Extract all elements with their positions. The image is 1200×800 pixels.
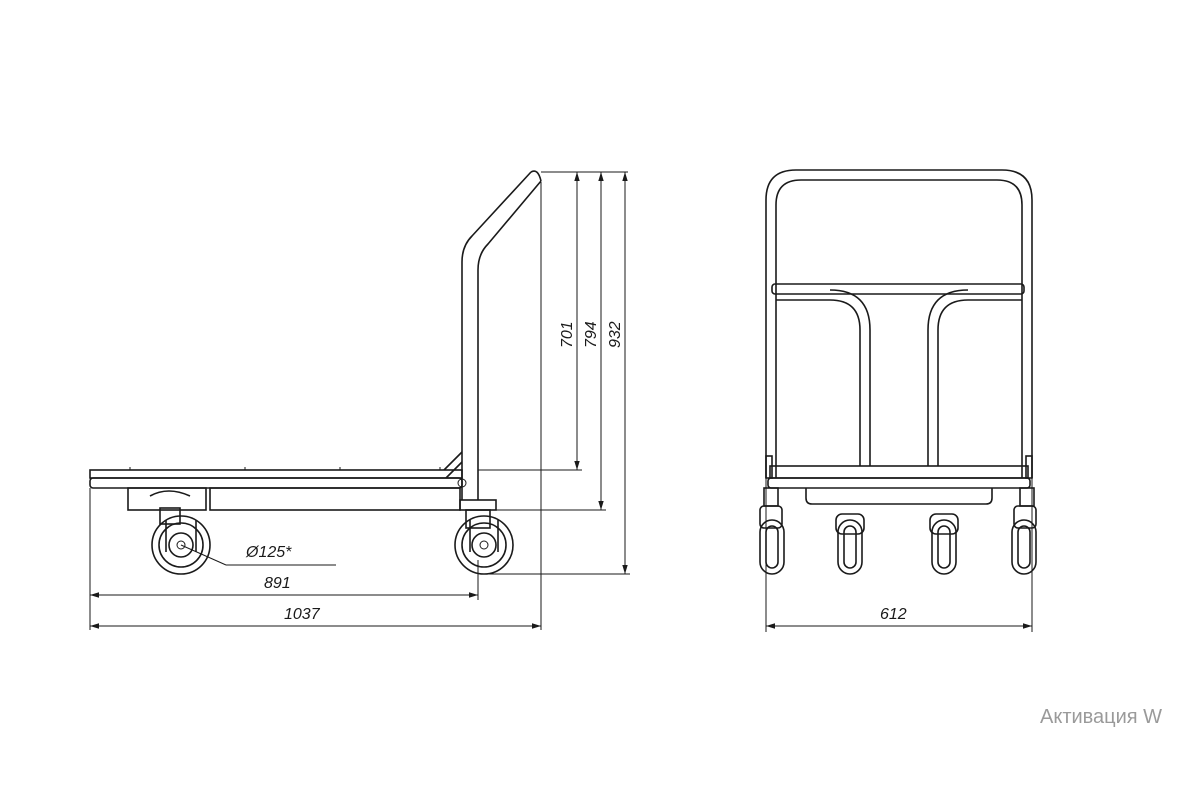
left-caster bbox=[127, 487, 211, 575]
vertical-dimensions: 701 794 932 bbox=[478, 171, 630, 575]
right-caster bbox=[454, 499, 514, 575]
front-platform bbox=[765, 455, 1033, 505]
front-handle bbox=[765, 169, 1033, 478]
side-view: 701 794 932 891 1037 Ø125* bbox=[89, 170, 630, 630]
dim-701-label: 701 bbox=[559, 321, 576, 348]
dim-932-label: 932 bbox=[607, 321, 624, 348]
activation-watermark: Активация W bbox=[1040, 706, 1163, 728]
front-wheel-4 bbox=[1011, 487, 1037, 575]
dim-891-label: 891 bbox=[264, 575, 291, 592]
front-width-dimension: 612 bbox=[765, 478, 1033, 632]
side-handle bbox=[443, 170, 542, 500]
front-view: 612 bbox=[759, 169, 1037, 632]
dim-wheel-diameter-label: Ø125* bbox=[245, 544, 292, 561]
dim-1037-label: 1037 bbox=[284, 606, 321, 623]
front-wheel-1 bbox=[759, 487, 785, 575]
front-wheel-3 bbox=[929, 513, 959, 575]
dim-612-label: 612 bbox=[880, 606, 907, 623]
front-wheel-2 bbox=[835, 513, 865, 575]
dim-794-label: 794 bbox=[583, 321, 600, 348]
horizontal-dimensions: 891 1037 Ø125* bbox=[89, 182, 542, 630]
